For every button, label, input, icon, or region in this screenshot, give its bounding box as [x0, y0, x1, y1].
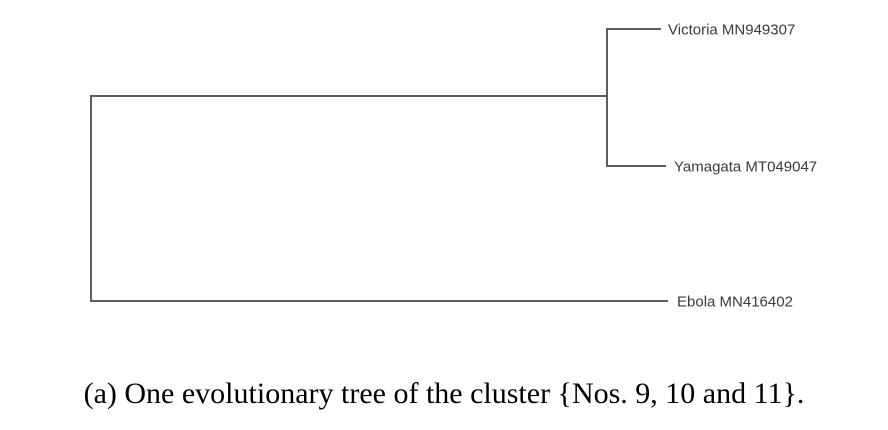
root-to-clade-branch [90, 95, 608, 97]
ebola-terminal-branch [90, 300, 668, 302]
clade-vertical-branch [606, 28, 608, 167]
victoria-terminal-branch [606, 28, 661, 30]
figure-caption: (a) One evolutionary tree of the cluster… [83, 377, 805, 410]
taxon-label-victoria: Victoria MN949307 [668, 21, 796, 39]
taxon-label-ebola: Ebola MN416402 [677, 293, 793, 311]
tree-canvas: Victoria MN949307 Yamagata MT049047 Ebol… [90, 21, 818, 311]
taxon-label-yamagata: Yamagata MT049047 [674, 158, 818, 176]
root-vertical-branch [90, 95, 92, 302]
yamagata-terminal-branch [606, 165, 666, 167]
